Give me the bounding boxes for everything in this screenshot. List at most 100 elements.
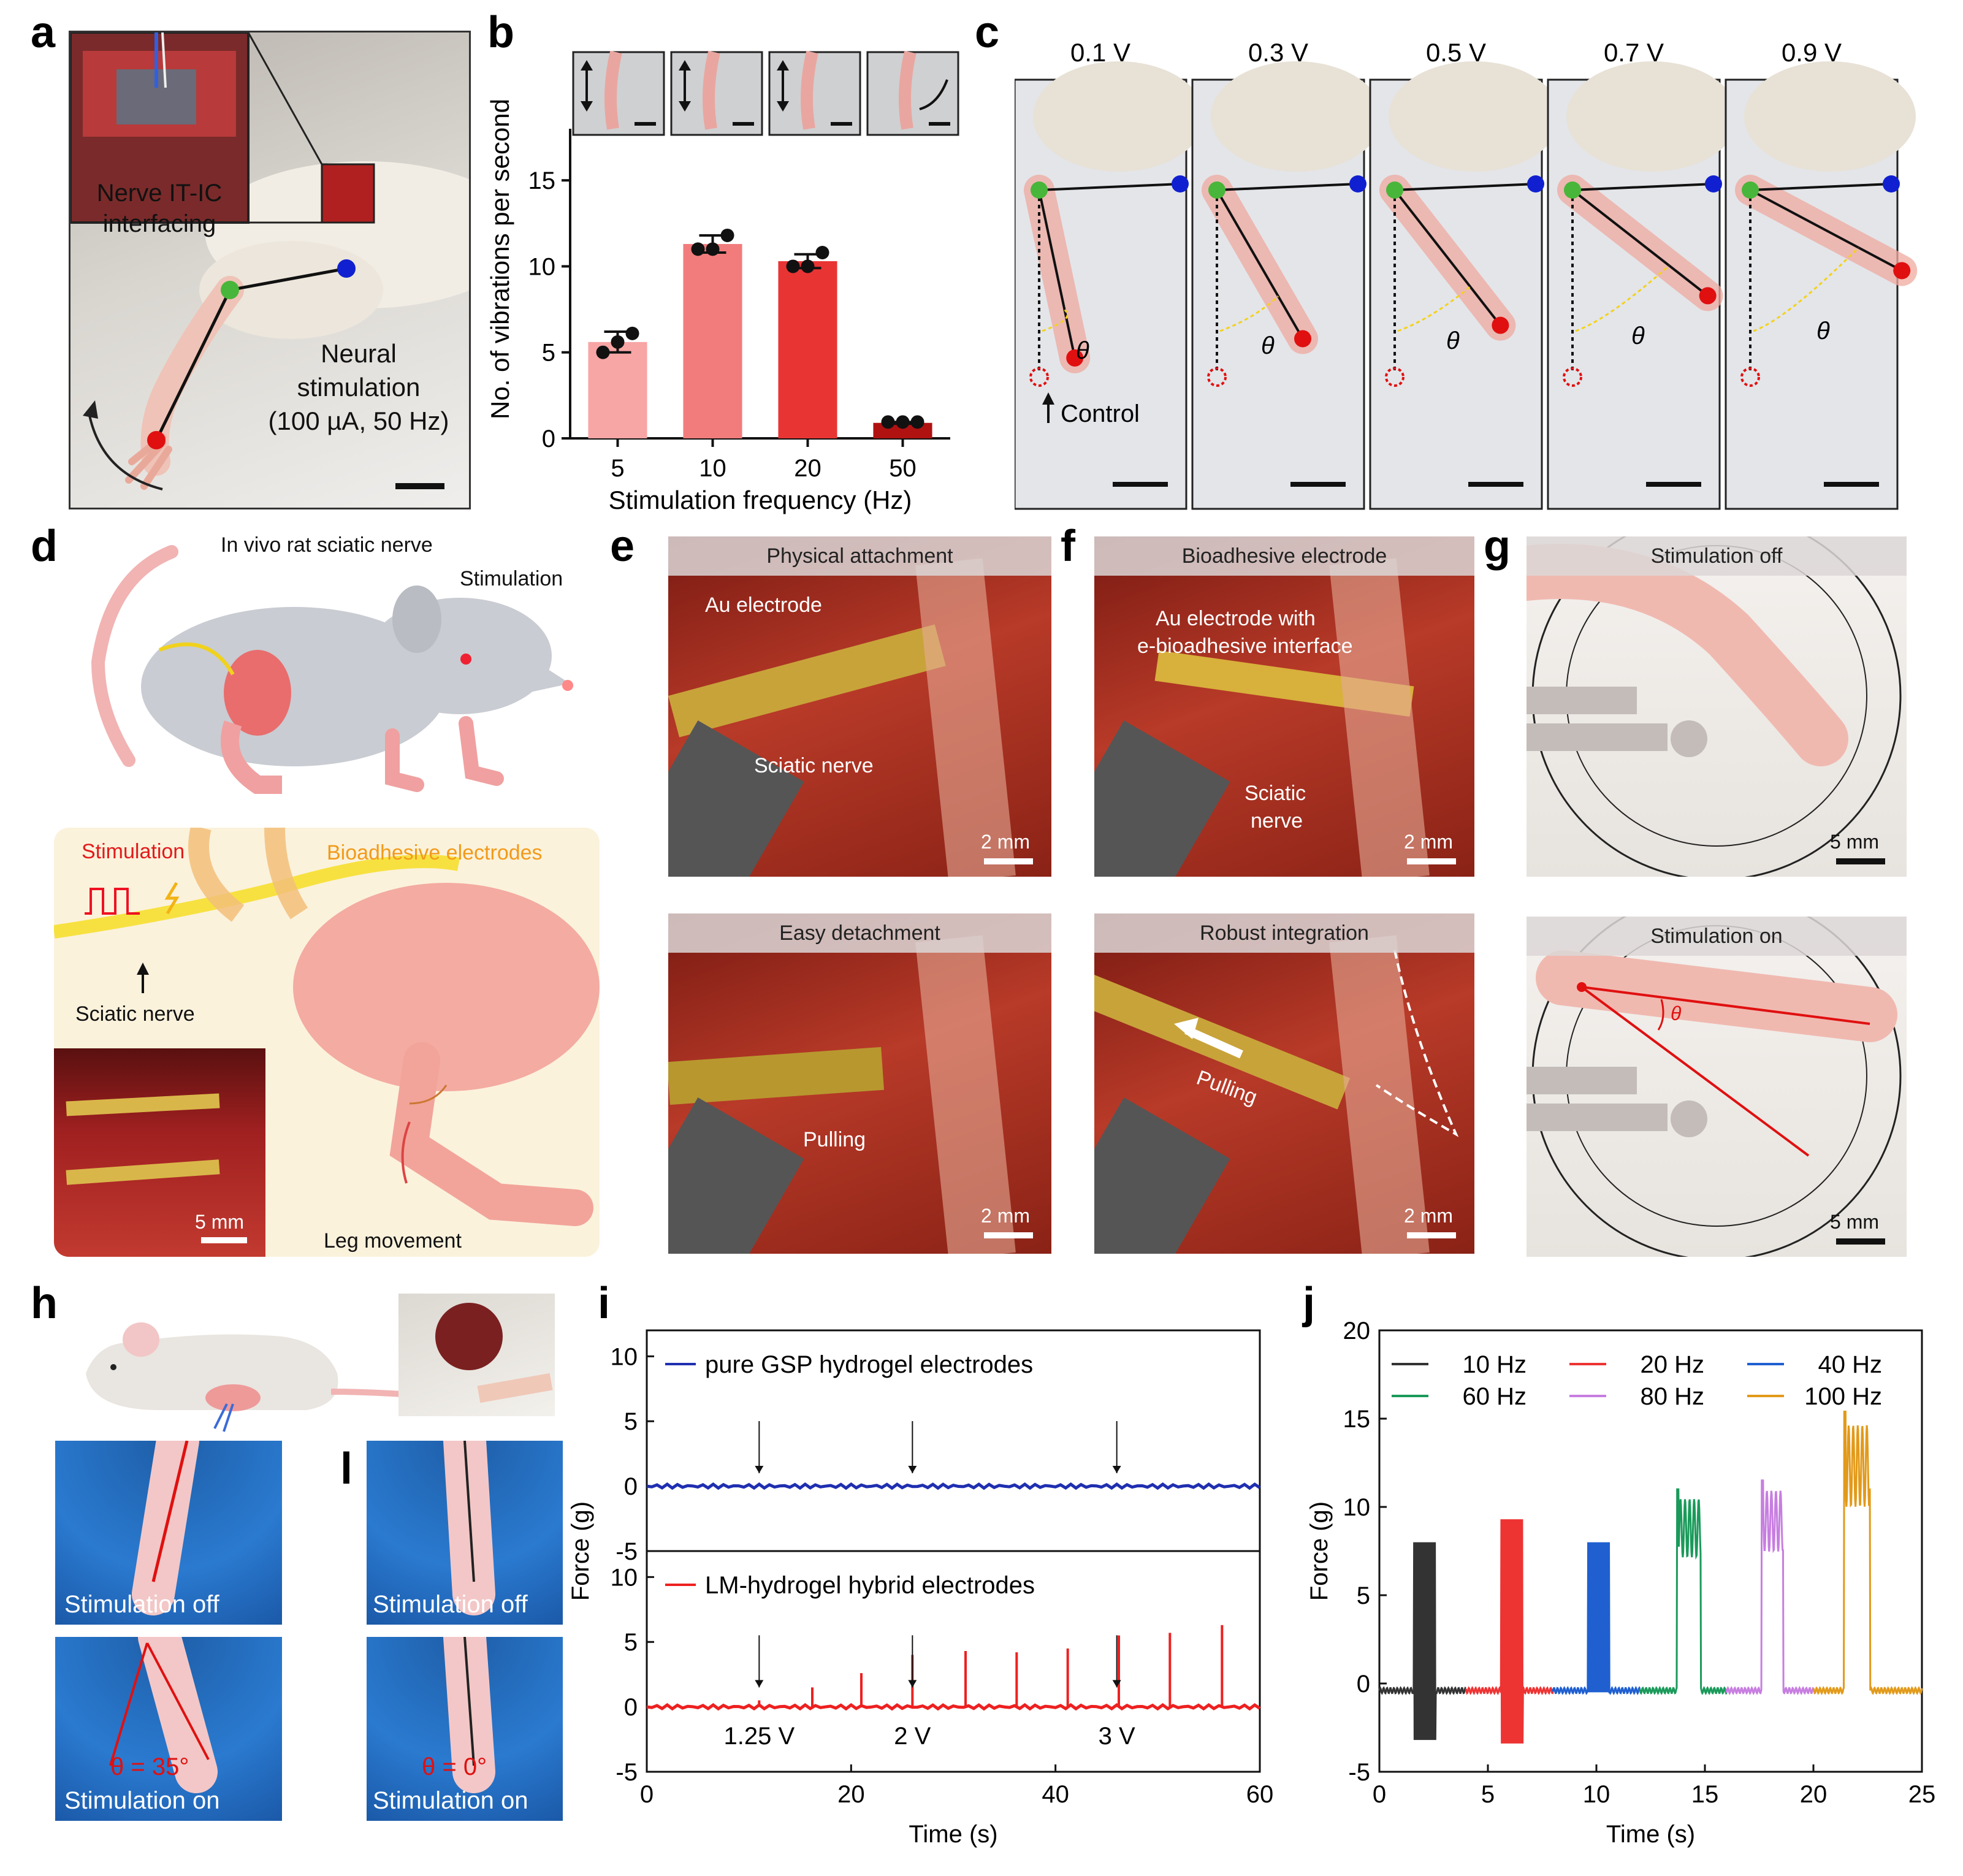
j-y-axis-label: Force (g) xyxy=(1306,1501,1333,1601)
panel-b-letter: b xyxy=(487,8,514,57)
c-line xyxy=(1572,183,1714,191)
c-theta-label: θ xyxy=(1816,318,1830,345)
j-legend-label: 10 Hz xyxy=(1463,1351,1527,1378)
j-y-tick-label: 5 xyxy=(1357,1582,1370,1609)
b-y-axis-label: No. of vibrations per second xyxy=(486,99,514,419)
c-rat-body xyxy=(1033,61,1205,172)
b-inset-arrowhead xyxy=(581,101,593,112)
c-red-point xyxy=(1492,316,1509,334)
e-top-scale-label: 2 mm xyxy=(981,831,1030,853)
d-scale-label: 5 mm xyxy=(195,1211,244,1233)
b-data-point xyxy=(720,228,734,242)
e-top-photo xyxy=(668,536,1051,877)
l-off-photo: Stimulation off xyxy=(367,1441,563,1625)
c-angle-arc xyxy=(1219,296,1279,332)
e-au-label: Au electrode xyxy=(705,593,822,617)
d-stimulation-label: Stimulation xyxy=(82,840,185,863)
g-top-scale-label: 5 mm xyxy=(1830,831,1879,853)
j-series-line xyxy=(1639,1488,1728,1695)
c-blue-point xyxy=(1172,175,1189,193)
j-series-line xyxy=(1552,1542,1641,1695)
b-y-tick-label: 10 xyxy=(528,253,556,280)
j-x-tick-label: 25 xyxy=(1908,1781,1936,1808)
i-x-tick-label: 40 xyxy=(1042,1781,1069,1808)
neural-stim-line3: (100 µA, 50 Hz) xyxy=(268,406,449,435)
g-bottom-photo: θ xyxy=(1527,917,1907,1257)
b-data-point xyxy=(881,415,895,429)
b-data-point xyxy=(896,415,910,429)
d-inset-photo: 5 mm xyxy=(54,1048,265,1257)
c-theta-label: θ xyxy=(1446,327,1460,354)
f-sciatic-label-1: Sciatic xyxy=(1245,782,1306,805)
i-y-tick-label: -5 xyxy=(616,1759,638,1786)
e-pulling-label: Pulling xyxy=(803,1128,866,1151)
c-green-point xyxy=(1208,181,1225,199)
f-bottom-header: Robust integration xyxy=(1094,913,1474,953)
j-y-tick-label: 0 xyxy=(1357,1671,1370,1698)
f-sciatic-label-2: nerve xyxy=(1251,809,1303,833)
c-rat-body xyxy=(1211,61,1382,172)
rat-illustration xyxy=(91,545,573,794)
b-data-point xyxy=(801,259,815,273)
panel-d-letter: d xyxy=(31,522,58,571)
i-x-tick-label: 60 xyxy=(1246,1781,1274,1808)
i-y-axis-label: Force (g) xyxy=(567,1501,594,1601)
h-off-label: Stimulation off xyxy=(64,1591,219,1618)
b-inset-curved-arrow xyxy=(919,79,948,110)
d-title-2: Stimulation xyxy=(460,567,563,590)
j-x-tick-label: 20 xyxy=(1800,1781,1828,1808)
l-on-photo: θ = 0° Stimulation on xyxy=(367,1637,563,1821)
b-x-axis-label: Stimulation frequency (Hz) xyxy=(609,486,912,514)
panel-h-letter: h xyxy=(31,1279,58,1328)
b-x-tick-label: 10 xyxy=(699,455,726,482)
c-green-point xyxy=(1742,181,1759,199)
j-x-tick-label: 10 xyxy=(1583,1781,1610,1808)
panel-i-letter: i xyxy=(598,1279,611,1328)
i-voltage-annotation: 3 V xyxy=(1099,1723,1135,1750)
c-angle-arc xyxy=(1753,246,1859,332)
f-bottom-scale-label: 2 mm xyxy=(1404,1205,1453,1227)
rat-body-illustration xyxy=(71,32,469,490)
b-data-point xyxy=(910,415,924,429)
h-top-photo xyxy=(398,1294,555,1416)
i-legend-label: pure GSP hydrogel electrodes xyxy=(705,1351,1033,1378)
l-theta-label: θ = 0° xyxy=(422,1753,487,1780)
b-data-point xyxy=(611,335,625,349)
c-angle-arc xyxy=(1397,286,1471,332)
f-top-header: Bioadhesive electrode xyxy=(1094,536,1474,576)
c-line xyxy=(1393,189,1501,326)
panel-j-letter: j xyxy=(1303,1279,1316,1328)
h-theta-label: θ = 35° xyxy=(110,1753,189,1780)
i-arrowhead xyxy=(1112,1465,1121,1473)
d-bottom-box: Stimulation Bioadhesive electrodes Sciat… xyxy=(54,828,600,1257)
j-x-tick-label: 15 xyxy=(1691,1781,1719,1808)
c-control-point xyxy=(1029,367,1049,387)
j-x-tick-label: 0 xyxy=(1373,1781,1386,1808)
e-bottom-header: Easy detachment xyxy=(668,913,1051,953)
c-line xyxy=(1750,189,1903,272)
f-bottom-scale-bar xyxy=(1407,1232,1456,1238)
i-arrowhead xyxy=(755,1680,764,1688)
b-y-tick-label: 0 xyxy=(542,425,555,452)
i-y-tick-label: 10 xyxy=(611,1343,638,1370)
i-x-tick-label: 0 xyxy=(640,1781,654,1808)
i-arrowhead xyxy=(908,1465,917,1473)
i-x-axis-label: Time (s) xyxy=(909,1821,997,1848)
b-x-tick-label: 5 xyxy=(611,455,624,482)
j-legend-label: 20 Hz xyxy=(1641,1351,1705,1378)
i-y-tick-label: 5 xyxy=(624,1629,638,1656)
c-theta-label: θ xyxy=(1261,332,1275,359)
f-top-scale-label: 2 mm xyxy=(1404,831,1453,853)
g-theta-label: θ xyxy=(1671,1002,1682,1024)
j-series-line xyxy=(1812,1410,1923,1695)
i-y-tick-label: 10 xyxy=(611,1564,638,1591)
l-on-label: Stimulation on xyxy=(373,1787,528,1814)
c-blue-point xyxy=(1705,175,1722,193)
b-inset-arrowhead xyxy=(679,101,691,112)
panel-l-letter: l xyxy=(340,1444,353,1493)
i-legend-label: LM-hydrogel hybrid electrodes xyxy=(705,1572,1035,1599)
b-inset-arrowhead xyxy=(777,60,789,71)
